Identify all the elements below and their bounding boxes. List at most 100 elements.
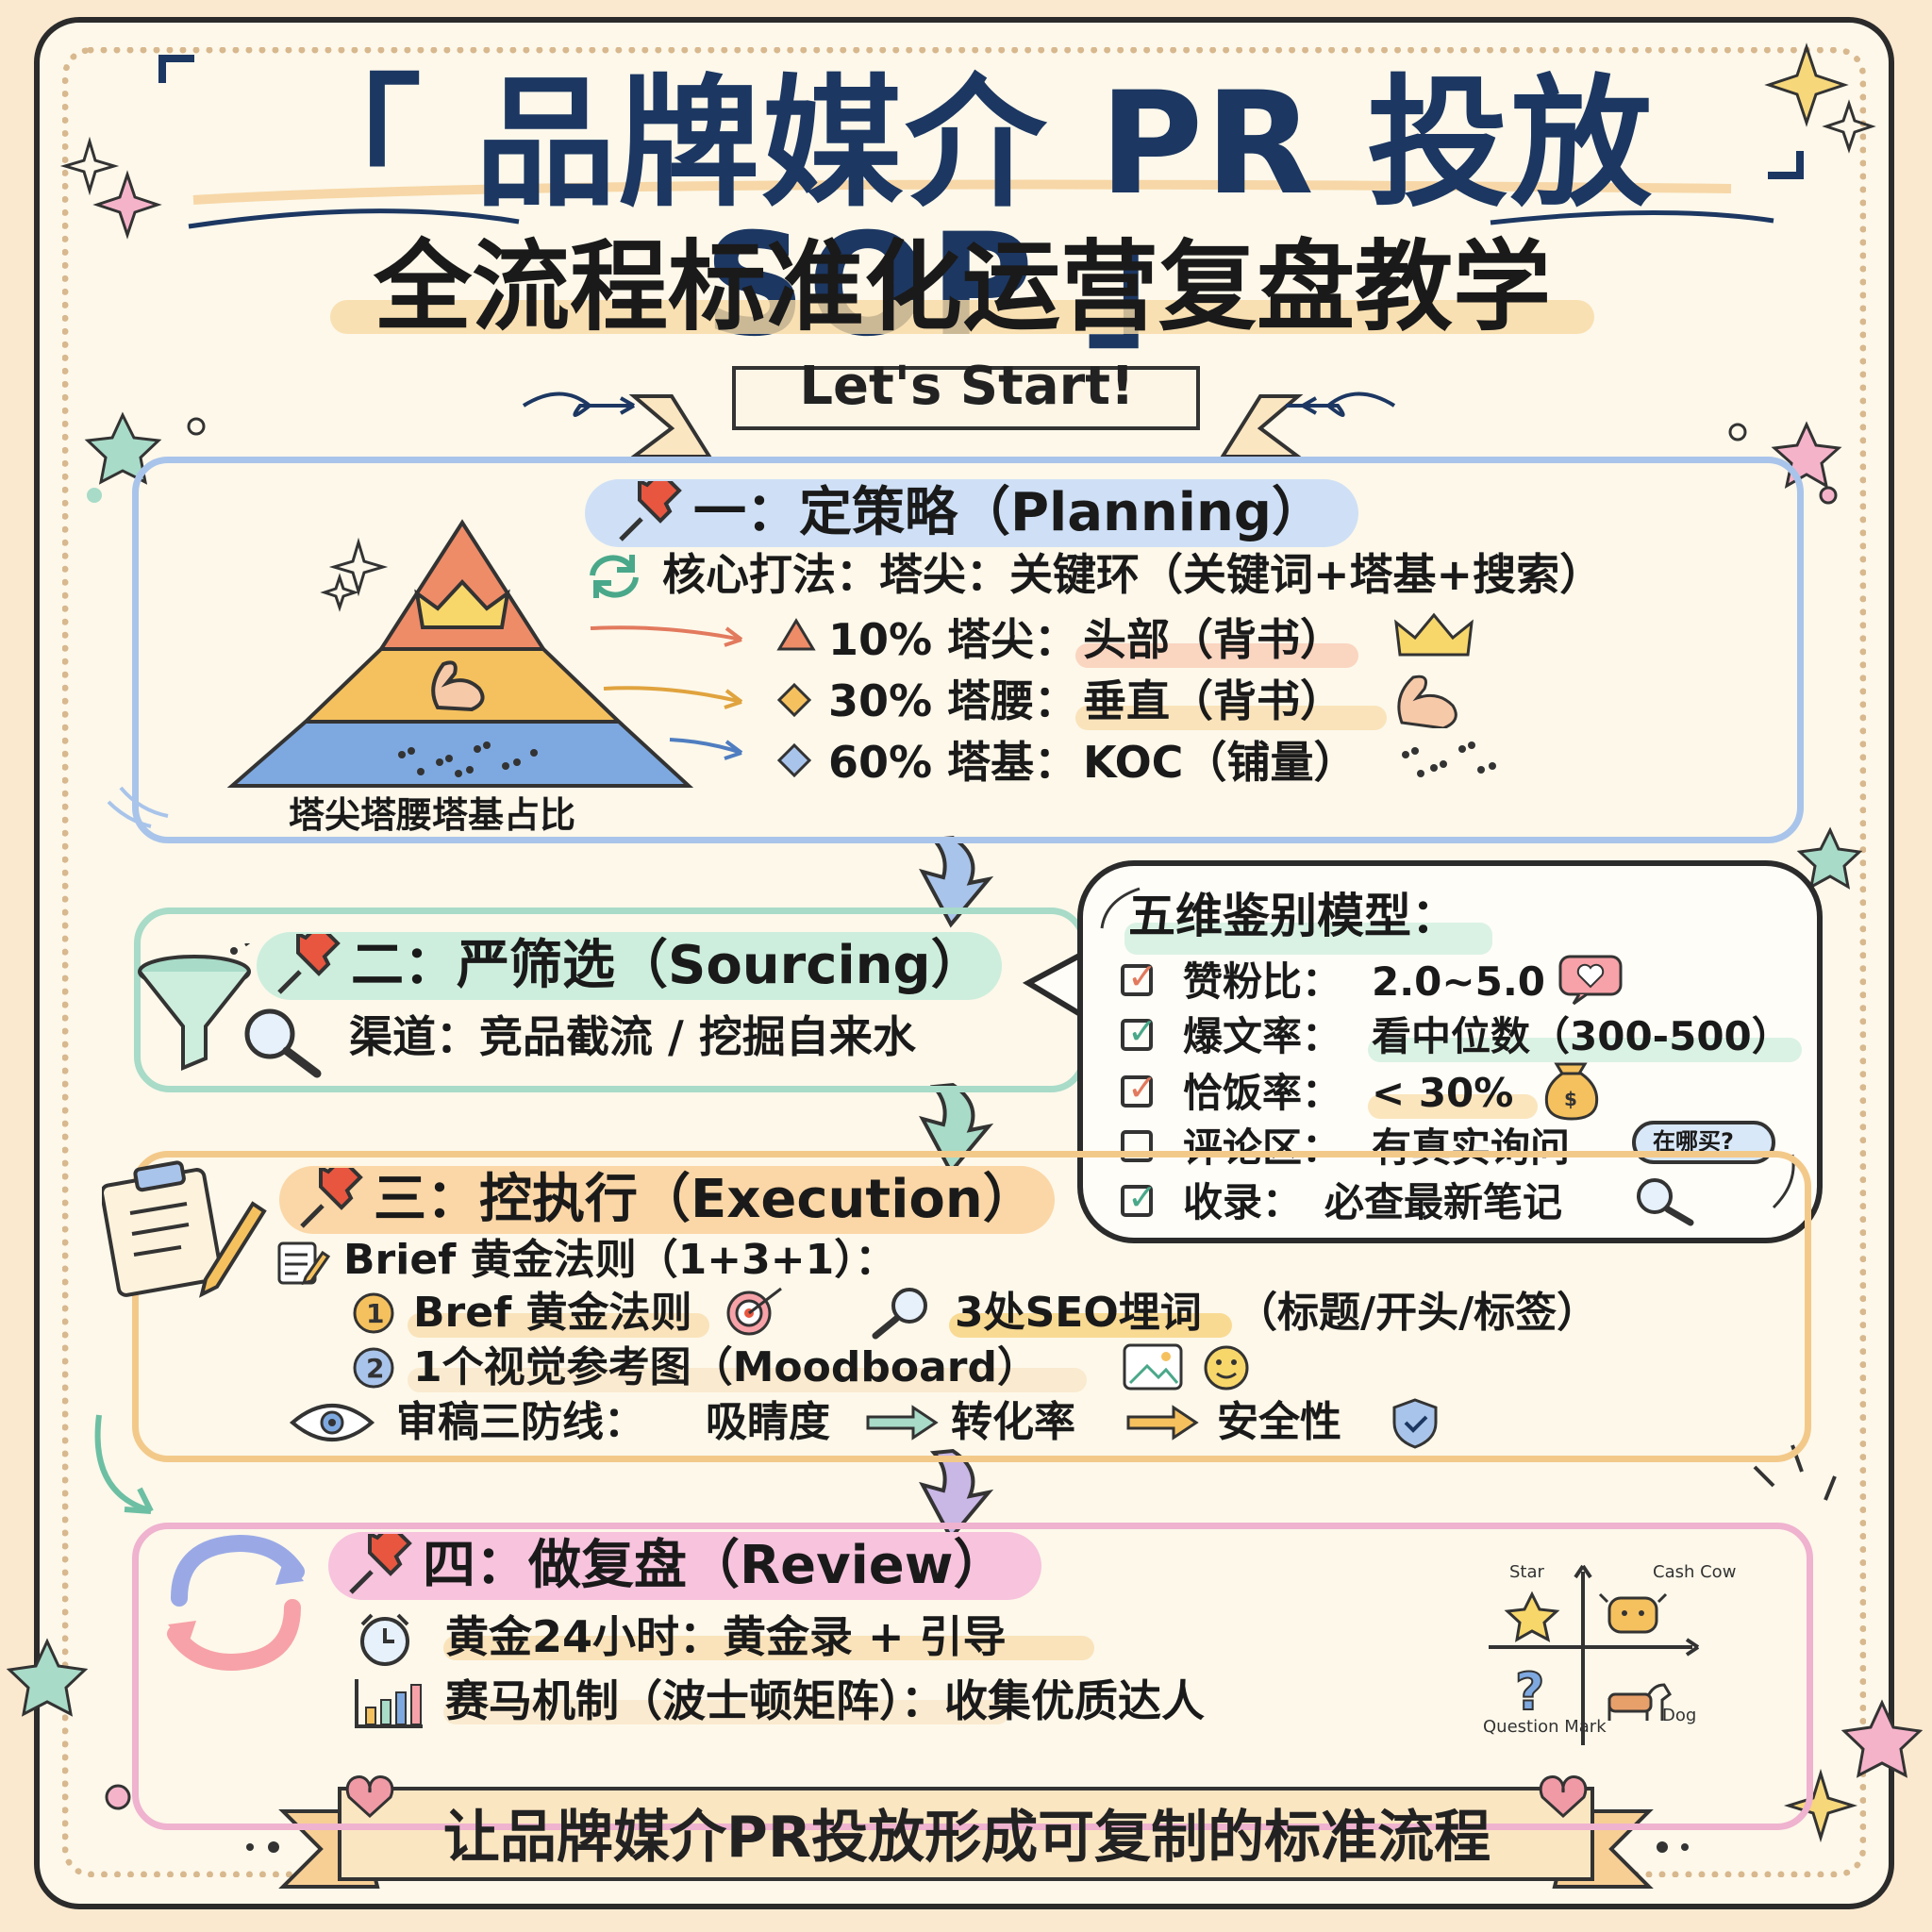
footer-ribbon bbox=[278, 1787, 1654, 1889]
review-line-highlight bbox=[443, 1636, 1094, 1660]
section-execution-heading: 三：控执行（Execution） bbox=[374, 1169, 1036, 1230]
brief-item-two: 1个视觉参考图（Moodboard） bbox=[413, 1343, 1039, 1391]
shield-icon bbox=[1392, 1398, 1438, 1449]
arrow-head bbox=[124, 1487, 154, 1514]
arrow-swirl-right bbox=[1286, 391, 1396, 417]
section-planning bbox=[132, 457, 1804, 843]
refresh-icon bbox=[590, 555, 639, 598]
model-title: 五维鉴别模型： bbox=[1128, 889, 1458, 943]
question-icon: ? bbox=[1514, 1661, 1545, 1723]
tier-middle-label: 30% 塔腰： bbox=[828, 675, 1078, 726]
clipboard-icon bbox=[102, 1160, 267, 1298]
section-heading-pill bbox=[328, 1532, 1041, 1600]
arrow-swirl-left bbox=[522, 391, 632, 417]
model-item-label: 收录： bbox=[1183, 1179, 1303, 1225]
review-step-2: 转化率 bbox=[951, 1398, 1075, 1446]
heart-badge-icon bbox=[1558, 955, 1623, 1006]
checkbox-icon: ✓ bbox=[1121, 1179, 1158, 1217]
brief-item-highlight bbox=[408, 1313, 709, 1338]
model-item-label: 爆文率： bbox=[1183, 1013, 1342, 1059]
cycle-arrows-icon bbox=[167, 1534, 305, 1672]
checkbox-icon bbox=[1121, 1130, 1153, 1162]
muscle-icon bbox=[1397, 675, 1457, 728]
bcg-label-star: Star bbox=[1509, 1562, 1544, 1582]
number-one-icon: 1 bbox=[353, 1292, 394, 1334]
model-item-highlight bbox=[1368, 1038, 1802, 1062]
title-bracket-right bbox=[1768, 151, 1804, 179]
svg-text:$: $ bbox=[1564, 1088, 1577, 1110]
pushpin-icon bbox=[619, 481, 682, 541]
seo-keyword-text: 3处SEO埋词 bbox=[955, 1289, 1202, 1337]
bcg-label-question-mark: Question Mark bbox=[1483, 1717, 1607, 1737]
moodboard-icon bbox=[1123, 1343, 1249, 1391]
dot-ornament bbox=[1657, 1841, 1668, 1853]
checkbox-icon: ✓ bbox=[1121, 958, 1158, 996]
search-icon bbox=[244, 1008, 322, 1078]
sparkle-icon bbox=[92, 170, 162, 240]
section-heading-pill bbox=[257, 932, 1002, 1000]
arrow-head bbox=[620, 396, 635, 415]
section-review bbox=[132, 1523, 1813, 1830]
section-heading-pill bbox=[279, 1166, 1055, 1234]
dot-ornament bbox=[87, 488, 102, 503]
search-icon bbox=[872, 1288, 927, 1340]
dot-ornament bbox=[246, 1843, 254, 1851]
section-planning-heading: 一：定策略（Planning） bbox=[693, 482, 1324, 543]
target-icon bbox=[726, 1287, 782, 1336]
swoosh-underline bbox=[1490, 210, 1774, 225]
golden-24h-text: 黄金24小时：黄金录 + 引导 bbox=[445, 1611, 1007, 1662]
tier-base-detail: KOC（铺量） bbox=[1083, 737, 1357, 788]
speech-bubble-text: 在哪买? bbox=[1653, 1128, 1734, 1155]
model-item-label: 恰饭率： bbox=[1183, 1070, 1342, 1116]
pushpin-icon bbox=[349, 1534, 412, 1594]
checkbox-icon: ✓ bbox=[1121, 1070, 1158, 1108]
money-bag-icon: $ bbox=[1544, 1062, 1599, 1121]
cow-icon bbox=[1598, 1592, 1668, 1634]
start-ribbon bbox=[628, 366, 1304, 458]
svg-text:1: 1 bbox=[366, 1298, 384, 1329]
bcg-label-dog: Dog bbox=[1662, 1706, 1697, 1725]
ants-icon bbox=[1402, 741, 1496, 777]
core-strategy-text: 核心打法：塔尖：关键环（关键词+塔基+搜索） bbox=[662, 549, 1604, 600]
tier-base-label: 60% 塔基： bbox=[828, 737, 1078, 788]
model-title-highlight bbox=[1124, 923, 1492, 955]
model-item-value: 2.0~5.0 bbox=[1372, 958, 1545, 1005]
bar-chart-icon bbox=[355, 1679, 423, 1728]
brief-item-highlight bbox=[408, 1368, 1087, 1392]
sparkle-icon bbox=[1764, 42, 1849, 127]
number-two-icon: 2 bbox=[353, 1347, 394, 1389]
star-icon bbox=[6, 411, 1863, 1717]
dot-ornament bbox=[105, 1784, 131, 1810]
dog-icon bbox=[1607, 1683, 1672, 1721]
pyramid-caption: 塔尖塔腰塔基占比 bbox=[289, 794, 576, 836]
pushpin-icon bbox=[300, 1168, 363, 1228]
right-arrow-icon bbox=[1126, 1405, 1199, 1441]
section-execution bbox=[132, 1151, 1811, 1462]
tier-top-detail: 头部（背书） bbox=[1083, 614, 1343, 665]
tier-top-label: 10% 塔尖： bbox=[828, 614, 1078, 665]
dot-ornament bbox=[268, 1841, 279, 1853]
dot-ornament bbox=[187, 417, 206, 436]
swoosh-underline bbox=[192, 179, 1732, 205]
diamond-icon bbox=[776, 742, 812, 778]
svg-text:2: 2 bbox=[366, 1353, 384, 1384]
title-bracket-left bbox=[158, 55, 194, 83]
model-item-value: 有真实询问 bbox=[1372, 1124, 1571, 1171]
swoosh-underline bbox=[188, 208, 520, 229]
star-icon bbox=[1504, 1591, 1560, 1642]
checkbox-icon: ✓ bbox=[1121, 1013, 1158, 1051]
model-item-value: 必查最新笔记 bbox=[1324, 1179, 1563, 1225]
tier-middle-detail: 垂直（背书） bbox=[1083, 675, 1343, 726]
pyramid-chart bbox=[226, 519, 694, 788]
diamond-icon bbox=[776, 682, 812, 718]
heart-icon bbox=[345, 1775, 394, 1819]
tier-arrows bbox=[590, 625, 743, 760]
review-step-3: 安全性 bbox=[1217, 1398, 1341, 1446]
bcg-label-cash-cow: Cash Cow bbox=[1653, 1562, 1737, 1582]
sparkle-icon bbox=[59, 99, 1876, 612]
note-edit-icon bbox=[277, 1241, 330, 1286]
model-item-value: 看中位数（300-500） bbox=[1372, 1013, 1791, 1059]
dot-ornament bbox=[1819, 486, 1838, 505]
